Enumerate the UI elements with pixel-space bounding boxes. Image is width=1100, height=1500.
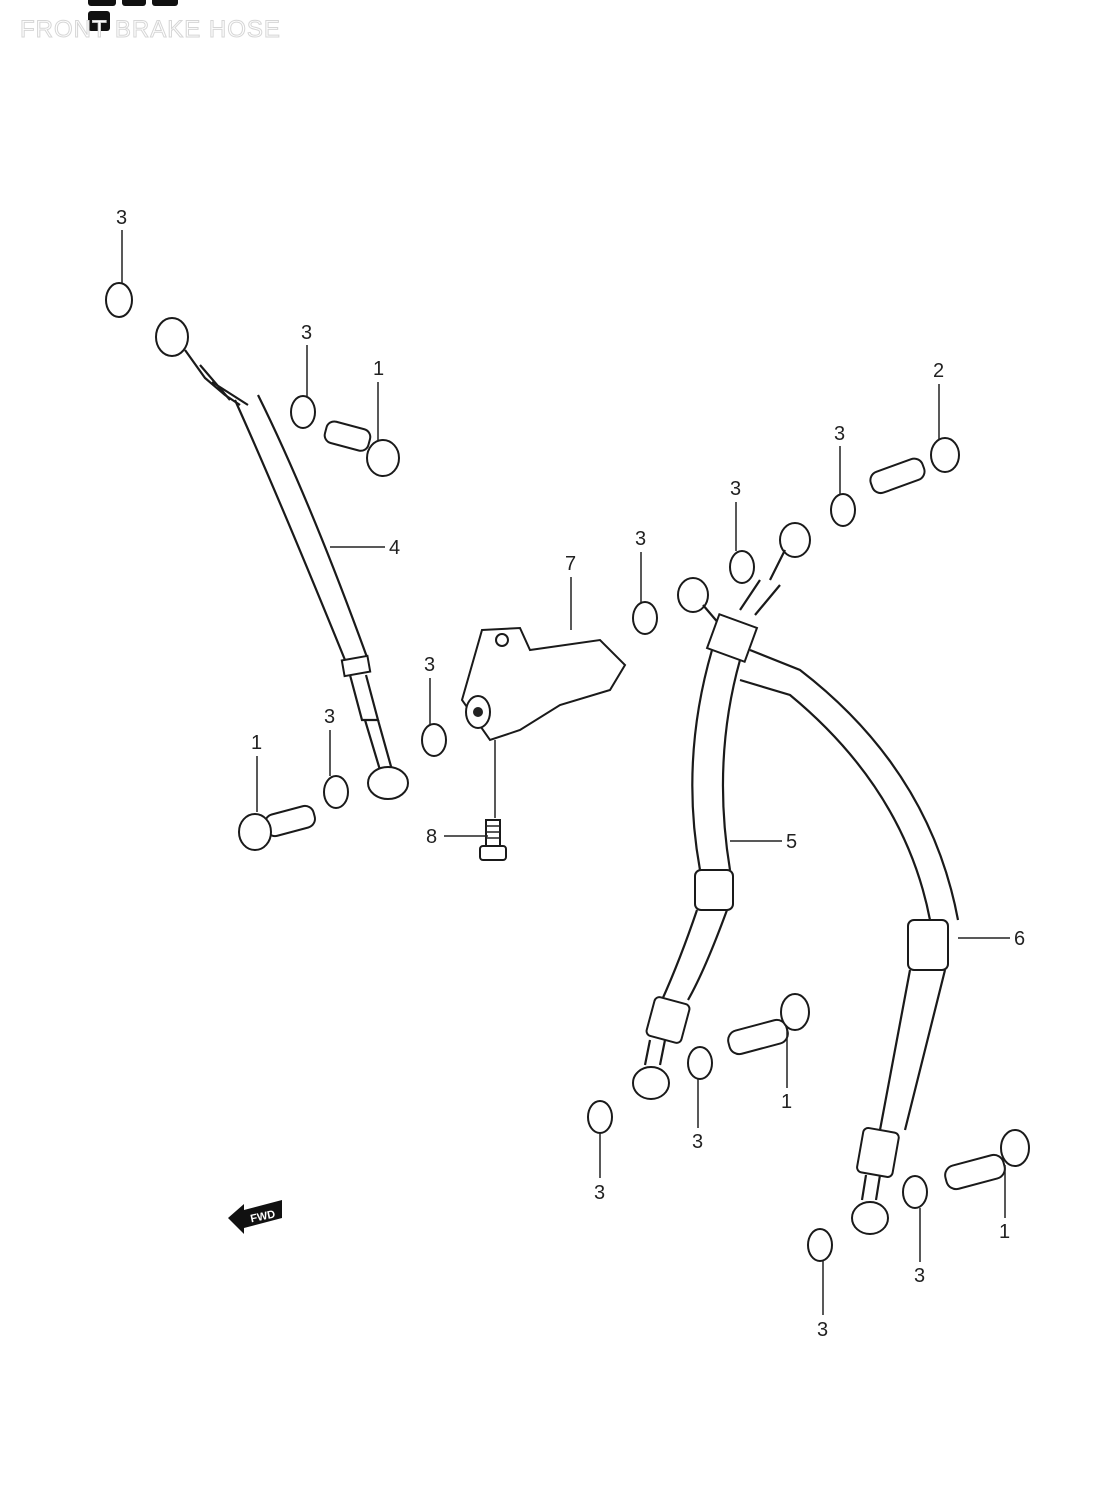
- callout: 3: [692, 1131, 703, 1153]
- washer-3[interactable]: [902, 1175, 928, 1209]
- callout: 3: [817, 1319, 828, 1341]
- bolt-1-mid[interactable]: [726, 993, 810, 1056]
- washer-3[interactable]: [105, 282, 133, 318]
- brake-hose-5[interactable]: [632, 577, 759, 1100]
- diagram-title: FRONT BRAKE HOSE: [20, 16, 281, 44]
- callout: 1: [999, 1221, 1010, 1243]
- leader-lines: [121, 230, 1010, 1315]
- brake-hose-4[interactable]: [155, 317, 409, 800]
- bolt-1-right[interactable]: [943, 1129, 1030, 1191]
- washer-3[interactable]: [290, 395, 316, 429]
- callout: 6: [1014, 928, 1025, 950]
- forward-arrow-icon: FWD: [228, 1200, 282, 1234]
- bolt-1-top[interactable]: [323, 420, 400, 477]
- callout: 1: [373, 358, 384, 380]
- hose-joint-7[interactable]: [460, 626, 627, 742]
- callout: 3: [914, 1265, 925, 1287]
- washers: [105, 282, 928, 1262]
- bolt-2[interactable]: [868, 437, 960, 496]
- callout: 3: [116, 207, 127, 229]
- washer-3[interactable]: [421, 723, 447, 757]
- figure-number: [88, 0, 208, 31]
- callout: 3: [301, 322, 312, 344]
- fwd-label: FWD: [249, 1208, 276, 1225]
- callout: 7: [565, 553, 576, 575]
- washer-3[interactable]: [830, 493, 856, 527]
- callout: 4: [389, 537, 400, 559]
- screw-8[interactable]: [479, 819, 507, 861]
- callout: 3: [834, 423, 845, 445]
- callout: 3: [730, 478, 741, 500]
- callout: 3: [635, 528, 646, 550]
- callout: 3: [324, 706, 335, 728]
- washer-3[interactable]: [807, 1228, 833, 1262]
- washer-3[interactable]: [687, 1046, 713, 1080]
- callout: 1: [251, 732, 262, 754]
- washer-3[interactable]: [323, 775, 349, 809]
- callout: 2: [933, 360, 944, 382]
- washer-3[interactable]: [587, 1100, 613, 1134]
- callout: 1: [781, 1091, 792, 1113]
- callout: 5: [786, 831, 797, 853]
- washer-3[interactable]: [632, 601, 658, 635]
- callout: 3: [594, 1182, 605, 1204]
- callout-labels: 3 3 1 4 2 3 3 3 7 3 3 1 8 5 6 1 3 3 1 3 …: [116, 207, 1025, 1341]
- callout: 8: [426, 826, 437, 848]
- callout: 3: [424, 654, 435, 676]
- washer-3[interactable]: [729, 550, 755, 584]
- brake-hose-6[interactable]: [739, 522, 960, 1235]
- bolt-1-left[interactable]: [238, 804, 317, 851]
